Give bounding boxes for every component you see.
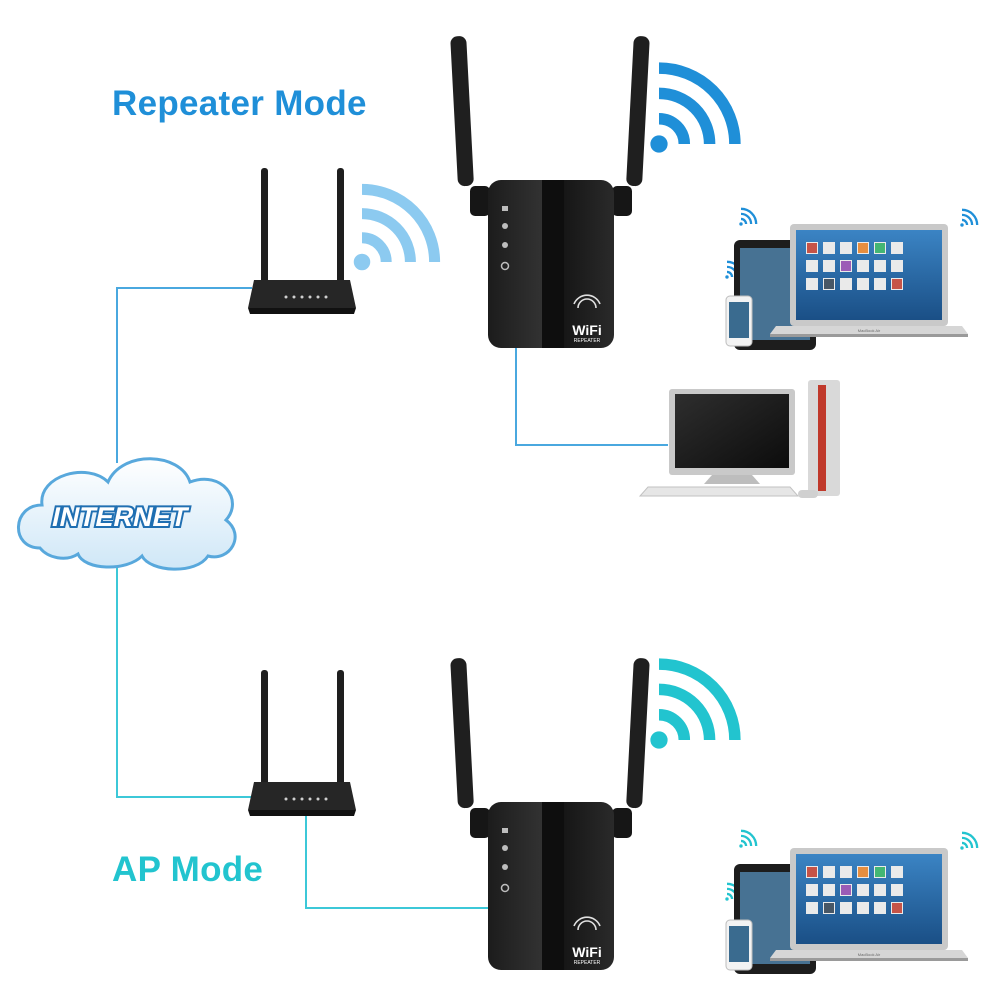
cable-internet-to-ap-router (116, 548, 252, 798)
wifi-signal-icon (354, 189, 434, 269)
wifi-repeater-top: WiFi REPEATER (449, 34, 651, 349)
wifi-signal-icon (651, 664, 735, 748)
cable-ap-router-to-repeater (305, 815, 490, 909)
desktop-computer-icon (638, 380, 840, 498)
laptop-icon: MacBook Air (725, 223, 969, 351)
repeater-brand-label: WiFi (572, 944, 601, 960)
repeater-brand-sublabel: REPEATER (574, 960, 601, 966)
laptop-icon: MacBook Air (725, 847, 969, 975)
wifi-signal-icon (651, 68, 735, 152)
router-bottom (248, 670, 356, 816)
repeater-brand-label: WiFi (572, 322, 601, 338)
router-top (248, 168, 356, 314)
cable-internet-to-repeater-router (116, 287, 252, 463)
ap-mode-title: AP Mode (112, 850, 264, 889)
wifi-repeater-bottom: WiFi REPEATER (449, 656, 651, 971)
repeater-brand-sublabel: REPEATER (574, 338, 601, 344)
cloud-icon: INTERNET (17, 457, 237, 571)
repeater-mode-title: Repeater Mode (112, 84, 367, 123)
laptop-brand-label: MacBook Air (858, 952, 881, 957)
cable-repeater-to-desktop (515, 340, 668, 446)
laptop-brand-label: MacBook Air (858, 328, 881, 333)
internet-label: INTERNET (49, 501, 191, 532)
